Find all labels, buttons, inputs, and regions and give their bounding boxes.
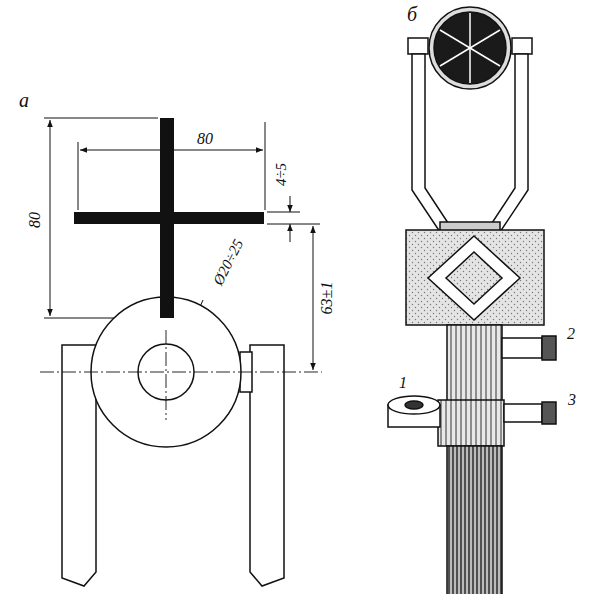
sighting-block-part [406,230,544,325]
sighting-block-part [446,252,502,304]
prism-reflector-part [434,12,506,84]
clamp-screws-part [542,336,556,360]
dimension-value: 80 [26,210,44,230]
callout-number: 1 [397,374,409,392]
prism-reflector-part [512,38,532,54]
reflector-yoke-part [412,54,454,232]
reflector-yoke-part [486,54,528,232]
pole [438,325,504,594]
dimension-lines-part [267,212,300,213]
sighting-block-part [428,236,520,320]
dimension-lines-part [290,196,291,212]
clamp-screws-part [502,338,542,358]
clamp-screws [388,336,556,427]
callout-number: 3 [566,391,578,409]
prism-reflector-part-part [469,13,471,48]
target-cross-part [74,212,264,224]
clamp-screws-part [504,404,542,422]
clamp-screws-part [542,402,556,424]
prism-reflector-part [440,13,500,83]
callout-number: 2 [565,325,577,343]
prism-reflector-part [408,38,428,54]
dimension-value: 63±1 [318,280,336,317]
dimension-lines-part [290,224,291,242]
dimension-lines-part [50,120,51,316]
dimension-value: 80 [195,130,215,148]
pole-part [438,400,504,446]
pole-part [447,325,502,405]
dimension-lines-part [44,118,158,119]
dimension-lines-part [78,142,79,210]
section-letter: б [405,3,419,25]
prism-reflector-part [429,7,511,89]
clamp-screws-part [388,396,440,414]
dimension-lines-part [267,224,320,225]
prism-reflector-part-part [440,30,470,48]
reflector-yoke [412,54,528,232]
pole-part [447,446,502,594]
prism-reflector-part-part [470,30,500,48]
dimension-lines-part [313,226,314,370]
target-disk [40,297,322,447]
target-cross [74,118,264,318]
target-disk-part [166,330,167,420]
dimension-value: 4÷5 [273,160,290,187]
dimension-value: Ø20÷25 [209,234,248,289]
section-letter: а [17,89,31,111]
clamp-screws-part [405,401,423,409]
dimension-lines-part [265,122,266,210]
fork-legs-part [250,345,284,586]
prism-reflector-part-part [469,48,471,83]
prism-reflector-part-part [470,48,500,66]
sighting-block [406,230,544,325]
target-disk-part [40,372,322,373]
prism-reflector [408,7,532,89]
prism-reflector-part-part [440,48,470,66]
